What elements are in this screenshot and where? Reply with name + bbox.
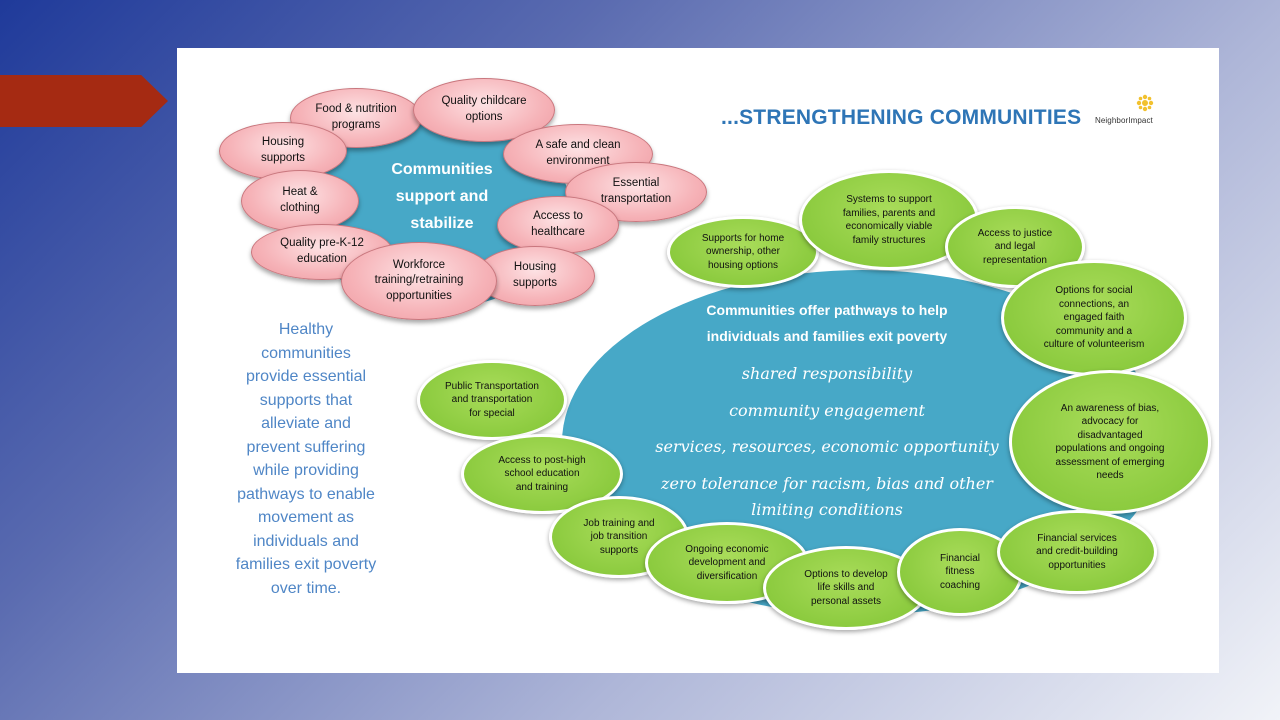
bubble-label: An awareness of bias, advocacy for disad… [1055,402,1165,482]
pink-bubble-workforce: Workforce training/retraining opportunit… [341,242,497,320]
green-bubble-public-transportation: Public Transportation and transportation… [417,360,567,440]
bubble-label: Access to healthcare [531,210,585,238]
bubble-label: Options to develop life skills and perso… [804,568,888,607]
bubble-label: Quality pre-K-12 education [280,237,364,265]
green-bubble-financial-services: Financial services and credit-building o… [997,510,1157,594]
value-community-engagement: community engagement [729,401,925,420]
pink-bubble-heat-clothing: Heat & clothing [241,170,359,232]
bubble-label: A safe and clean environment [535,139,621,167]
page-title: ...STRENGTHENING COMMUNITIES [721,106,1082,129]
value-services-resources: services, resources, economic opportunit… [655,437,999,456]
slide-accent-tab [0,75,168,127]
pink-bubble-childcare: Quality childcare options [413,78,555,142]
bubble-label: Financial fitness coaching [939,552,981,591]
slide-canvas: Communities support and stabilize Food &… [177,48,1219,673]
bubble-label: Access to justice and legal representati… [977,227,1053,266]
bubble-label: Quality childcare options [441,95,527,123]
pink-bubble-food-nutrition: Food & nutrition programs [290,88,422,148]
green-bubble-home-ownership: Supports for home ownership, other housi… [667,216,819,288]
bubble-label: Financial services and credit-building o… [1036,532,1118,571]
bubble-label: Workforce training/retraining opportunit… [374,258,464,302]
neighborimpact-logo [1136,94,1154,112]
value-zero-tolerance: zero tolerance for racism, bias and othe… [661,474,993,519]
bubble-label: Supports for home ownership, other housi… [701,232,785,271]
bubble-label: Housing supports [512,261,558,289]
green-bubble-social-connections: Options for social connections, an engag… [1001,260,1187,376]
communities-diagram: Communities support and stabilize Food &… [177,48,1219,673]
bubble-label: Access to post-high school education and… [498,454,586,493]
bubble-label: Ongoing economic development and diversi… [685,543,769,582]
pink-bubble-healthcare: Access to healthcare [497,196,619,254]
bubble-label: Public Transportation and transportation… [445,380,539,419]
value-shared-responsibility: shared responsibility [741,364,913,383]
bubble-label: Systems to support families, parents and… [842,194,936,246]
healthy-communities-text: Healthy communities provide essential su… [235,321,377,597]
bubble-label: Job training and job transition supports [583,517,655,556]
green-bubble-awareness-bias: An awareness of bias, advocacy for disad… [1009,370,1211,514]
bubble-label: Housing supports [260,136,306,164]
bubble-label: Heat & clothing [280,186,320,214]
pink-bubble-housing-bottom: Housing supports [475,246,595,306]
bubble-label: Food & nutrition programs [315,103,397,131]
bubble-label: Options for social connections, an engag… [1043,285,1145,351]
logo-text: NeighborImpact [1095,116,1153,125]
bubble-label: Essential transportation [600,177,672,205]
green-bubble-justice: Access to justice and legal representati… [945,206,1085,288]
pathways-title: Communities offer pathways to help indiv… [706,302,948,344]
support-stabilize-label: Communities support and stabilize [391,161,493,233]
